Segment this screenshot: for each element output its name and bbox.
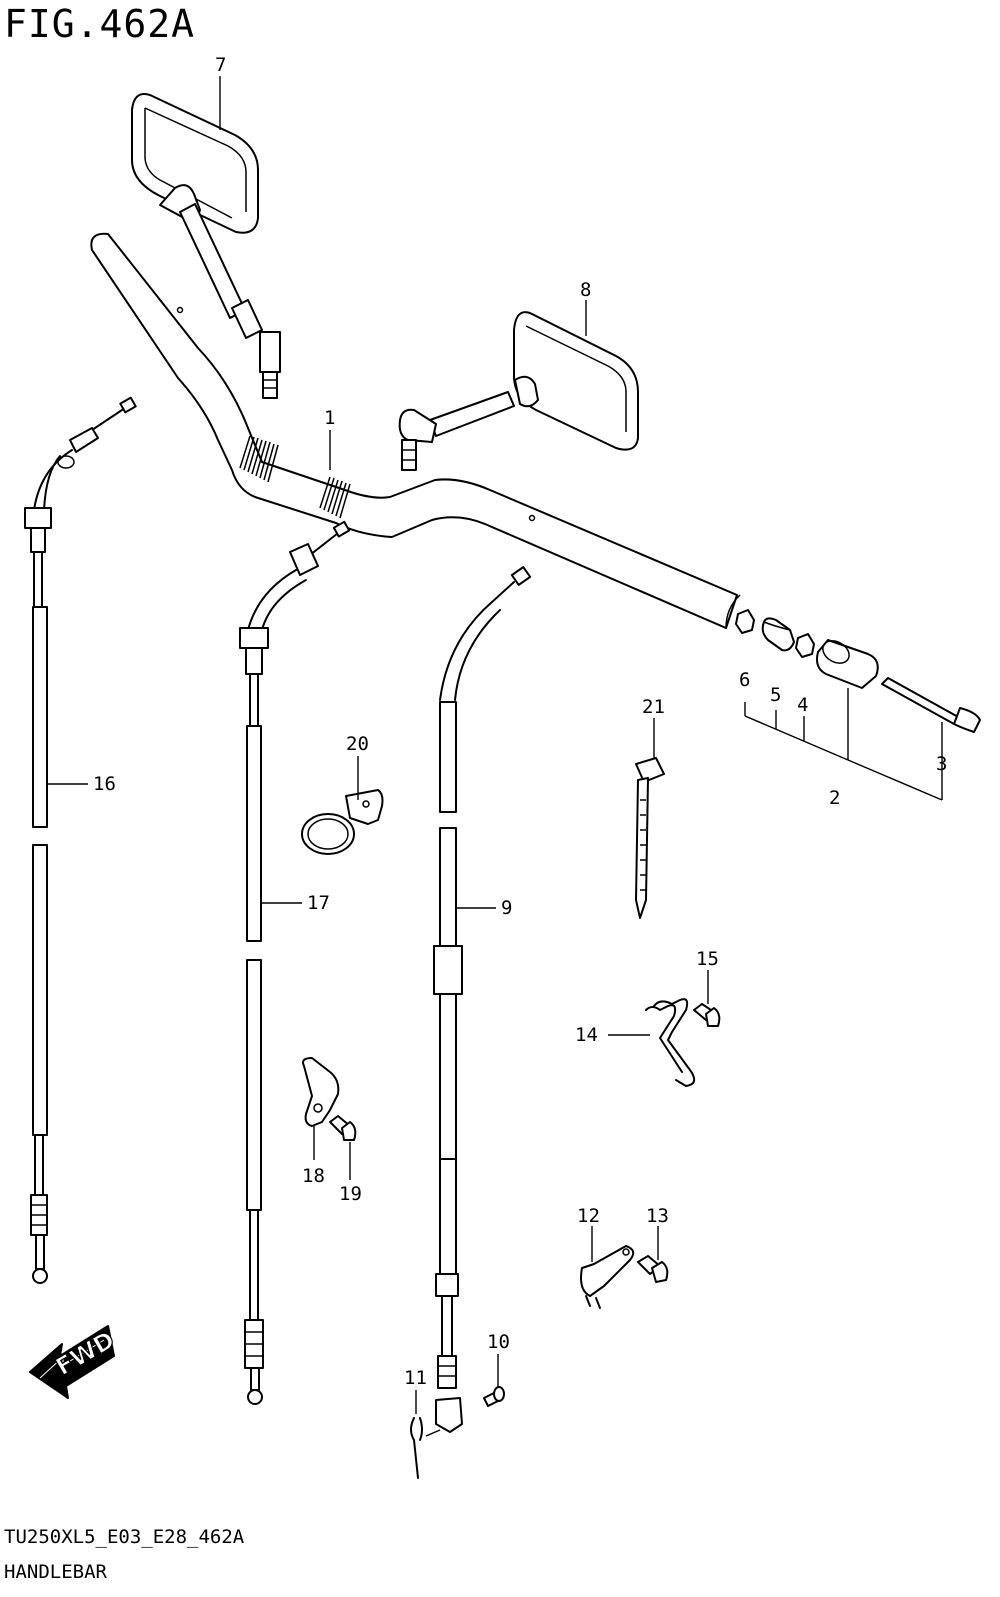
part-label-1: 1 — [324, 407, 335, 429]
part-label-9: 9 — [501, 897, 512, 919]
cable-tie-drawing — [635, 718, 665, 919]
right-mirror-drawing — [398, 311, 639, 471]
part-label-6: 6 — [739, 669, 750, 691]
handlebar-drawing — [90, 232, 741, 629]
clutch-cable-drawing — [433, 566, 532, 1433]
part-label-14: 14 — [575, 1024, 598, 1046]
fwd-arrow: FWD — [29, 1325, 120, 1399]
figure-code: TU250XL5_E03_E28_462A — [4, 1526, 245, 1548]
part-label-5: 5 — [770, 684, 781, 706]
cotter-pin-drawing — [410, 1390, 441, 1479]
part-label-17: 17 — [307, 892, 330, 914]
figure-title: FIG.462A — [4, 2, 196, 46]
cable-guide-drawing — [302, 1057, 340, 1160]
throttle-cable-no1-drawing — [24, 396, 137, 1284]
part-label-8: 8 — [580, 279, 591, 301]
wire-clamp-drawing — [608, 998, 696, 1087]
clamp-bolt-drawing — [637, 1226, 669, 1283]
part-label-2: 2 — [829, 787, 840, 809]
part-labels: 1 2 3 4 5 6 7 8 9 10 11 12 13 14 15 16 1… — [93, 54, 947, 1389]
part-label-3: 3 — [936, 753, 947, 775]
part-label-13: 13 — [646, 1205, 669, 1227]
part-label-11: 11 — [404, 1367, 427, 1389]
part-label-18: 18 — [302, 1165, 325, 1187]
part-label-12: 12 — [577, 1205, 600, 1227]
clevis-pin-drawing — [483, 1354, 505, 1407]
wire-clamp-bolt-drawing — [693, 970, 721, 1027]
hose-clamp-drawing — [301, 756, 384, 855]
throttle-cable-no2-drawing — [239, 520, 351, 1405]
part-label-21: 21 — [642, 696, 665, 718]
part-label-19: 19 — [339, 1183, 362, 1205]
guide-bolt-drawing — [329, 1115, 357, 1180]
part-label-10: 10 — [487, 1331, 510, 1353]
cable-clamp-drawing — [580, 1226, 635, 1309]
left-mirror-drawing — [131, 93, 281, 399]
part-label-4: 4 — [797, 694, 808, 716]
part-label-15: 15 — [696, 948, 719, 970]
figure-name: HANDLEBAR — [4, 1561, 107, 1583]
part-label-7: 7 — [215, 54, 226, 76]
part-label-20: 20 — [346, 733, 369, 755]
balancer-drawing — [735, 609, 981, 801]
part-label-16: 16 — [93, 773, 116, 795]
